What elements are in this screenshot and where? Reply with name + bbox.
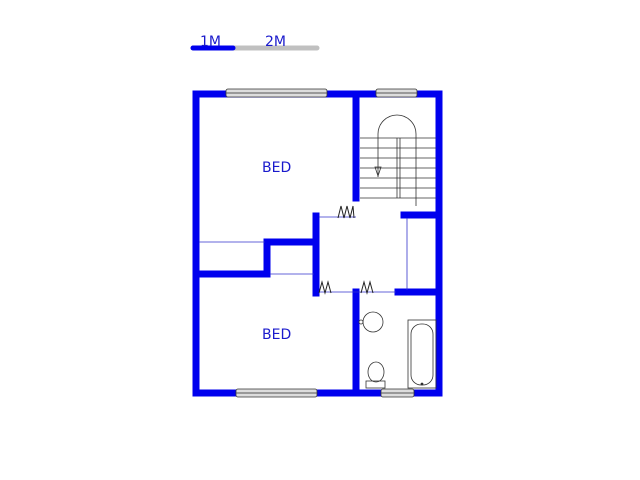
walls (192, 90, 443, 397)
room-label-bed-2: BED (262, 327, 291, 343)
staircase (360, 114, 436, 206)
scale-bar: 1M 2M (190, 34, 320, 51)
windows (225, 88, 418, 398)
thin-partitions (199, 216, 408, 293)
scale-label-1m: 1M (200, 34, 221, 50)
doors (318, 205, 374, 295)
tap-icon (358, 319, 364, 325)
scale-label-2m: 2M (265, 34, 286, 50)
door (360, 280, 374, 295)
door (318, 280, 332, 295)
toilet-icon (367, 361, 385, 383)
room-label-bed-1: BED (262, 160, 291, 176)
door (337, 205, 355, 219)
basin-icon (362, 311, 384, 333)
bathtub-icon (407, 319, 437, 389)
bathroom-fixtures (358, 311, 437, 389)
stair-arrow-icon (374, 166, 382, 178)
